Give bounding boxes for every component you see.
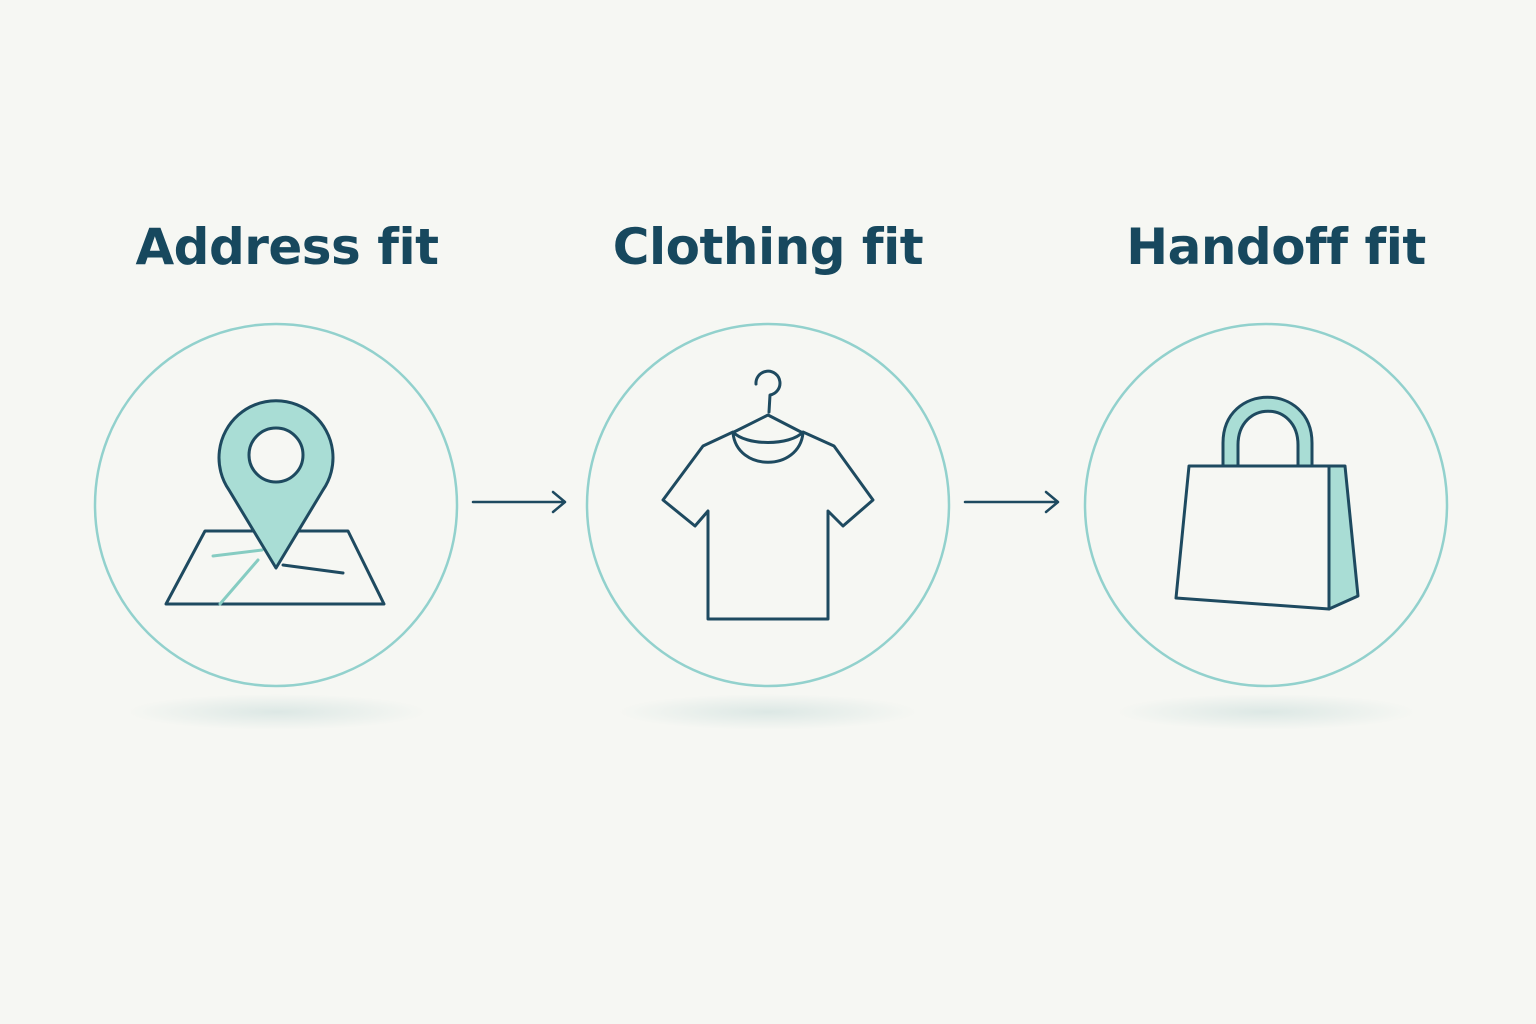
arrow-right-icon bbox=[963, 490, 1060, 514]
step-shadow bbox=[127, 694, 427, 730]
step-circle bbox=[1083, 322, 1449, 688]
step-address-fit bbox=[93, 322, 459, 730]
step-circle bbox=[93, 322, 459, 688]
step-shadow bbox=[618, 694, 918, 730]
step-title-address-fit: Address fit bbox=[135, 218, 439, 276]
step-circle bbox=[585, 322, 951, 688]
step-clothing-fit bbox=[585, 322, 951, 730]
arrow-right-icon bbox=[471, 490, 567, 514]
map-pin-icon bbox=[164, 399, 386, 606]
step-shadow bbox=[1116, 694, 1416, 730]
step-title-clothing-fit: Clothing fit bbox=[612, 218, 924, 276]
t-shirt-hanger-icon bbox=[661, 369, 875, 621]
step-handoff-fit bbox=[1083, 322, 1449, 730]
shopping-bag-icon bbox=[1174, 395, 1360, 611]
step-title-handoff-fit: Handoff fit bbox=[1126, 218, 1426, 276]
